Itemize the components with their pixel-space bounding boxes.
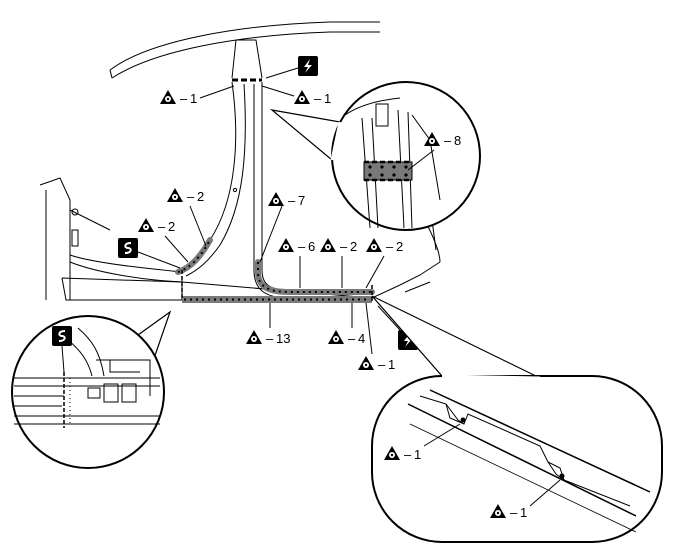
detail-view-joint [11, 310, 172, 469]
callout-number: 13 [276, 331, 290, 346]
callout-number: 4 [358, 331, 365, 346]
callout-number: 1 [388, 357, 395, 372]
callout-number: 8 [454, 133, 461, 148]
svg-text:–: – [404, 447, 412, 462]
roof-outline [109, 21, 380, 79]
weld-callout: – 1 [384, 423, 461, 462]
weld-callout: – 6 [278, 238, 315, 288]
weld-band-rocker [182, 296, 372, 303]
callout-number: 1 [324, 91, 331, 106]
leader-joint-detail [61, 345, 65, 373]
svg-text:–: – [378, 357, 386, 372]
callout-number: 2 [350, 239, 357, 254]
svg-text:–: – [314, 91, 322, 106]
weld-callout: – 1 [490, 479, 561, 520]
weld-band-pillar [175, 237, 375, 295]
svg-text:–: – [386, 239, 394, 254]
weld-callout: – 2 [365, 238, 403, 289]
weld-callout: – 7 [259, 192, 305, 263]
cut-line-pillar-base [181, 270, 373, 302]
rocker-panel [61, 261, 441, 301]
callout-number: 2 [197, 189, 204, 204]
svg-text:–: – [266, 331, 274, 346]
callout-number: 1 [414, 447, 421, 462]
svg-text:–: – [348, 331, 356, 346]
svg-text:–: – [340, 239, 348, 254]
weld-callout: – 8 [407, 132, 461, 171]
weld-callout: – 13 [246, 303, 290, 346]
weld-callout: – 4 [328, 303, 365, 346]
callout-number: 7 [298, 193, 305, 208]
weld-callout: – 2 [320, 238, 357, 288]
svg-text:–: – [298, 239, 306, 254]
weld-callout: – 2 [167, 188, 207, 247]
leader-cut-top [265, 67, 299, 79]
weld-callout: – 2 [138, 218, 189, 263]
s-joint-icon [118, 238, 138, 258]
callout-number: 1 [520, 505, 527, 520]
lightning-cut-icon [298, 56, 318, 76]
callout-number: 2 [396, 239, 403, 254]
svg-text:–: – [158, 219, 166, 234]
leader-cut-bottom [377, 305, 401, 331]
weld-callout: – 1 [358, 302, 395, 372]
svg-text:–: – [187, 189, 195, 204]
callout-number: 6 [308, 239, 315, 254]
callout-number: 1 [190, 91, 197, 106]
detail-view-pillar [269, 81, 481, 231]
callout-dash: – [180, 91, 188, 106]
detail-view-rocker [371, 295, 663, 543]
weld-callout: – 1 [261, 85, 331, 106]
svg-text:–: – [510, 505, 518, 520]
callout-number: 2 [168, 219, 175, 234]
weld-callout: – 1 [160, 85, 235, 106]
leader-joint [137, 251, 181, 269]
svg-text:–: – [444, 133, 452, 148]
s-joint-icon [52, 326, 72, 346]
svg-text:–: – [288, 193, 296, 208]
